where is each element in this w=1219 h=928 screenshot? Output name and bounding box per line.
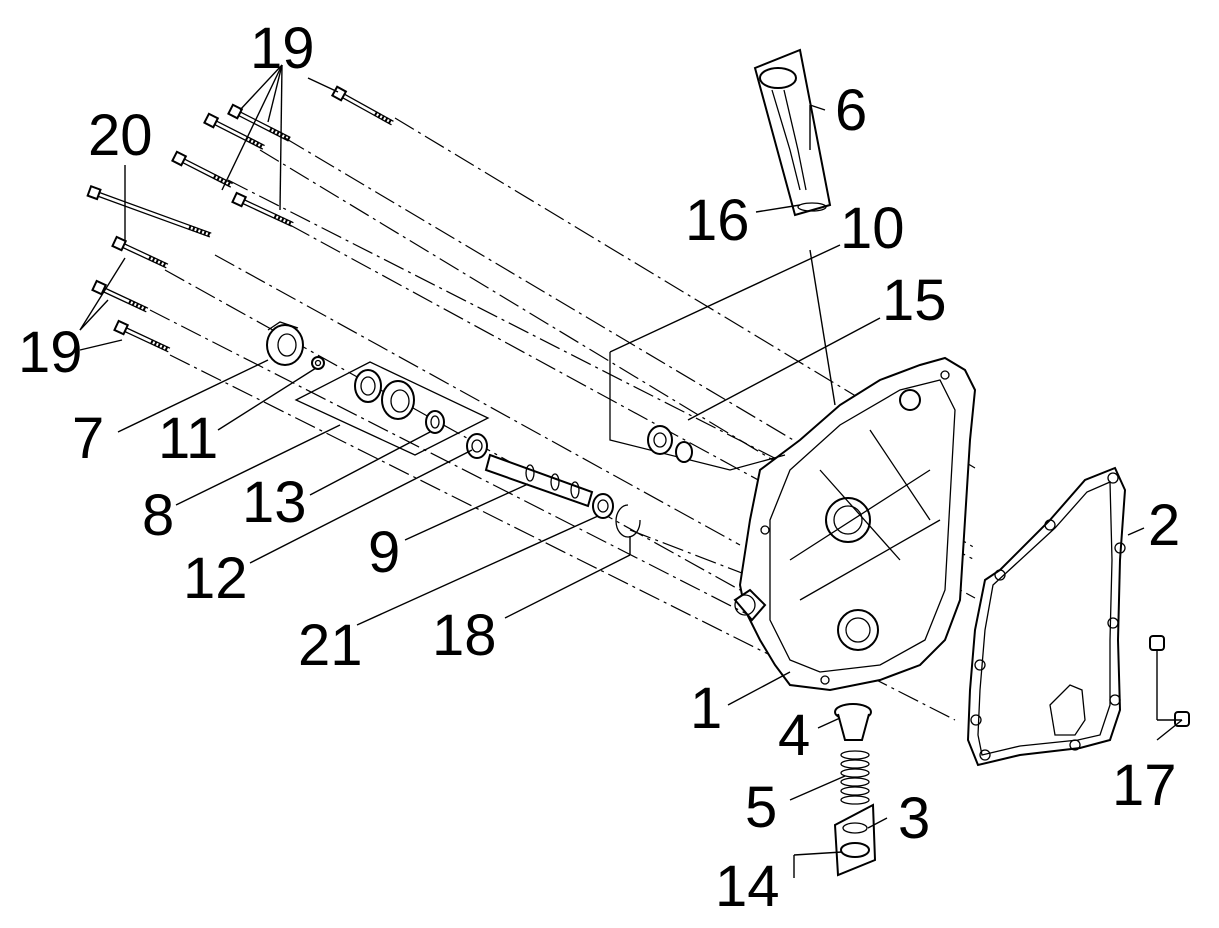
bolt-8 bbox=[113, 319, 171, 353]
label-21: 21 bbox=[298, 613, 363, 678]
label-8: 8 bbox=[142, 483, 174, 548]
label-20: 20 bbox=[88, 103, 153, 168]
dipstick-6 bbox=[753, 48, 832, 217]
label-2: 2 bbox=[1148, 493, 1180, 558]
label-11: 11 bbox=[158, 406, 218, 471]
impeller-7 bbox=[266, 321, 304, 366]
label-12: 12 bbox=[183, 546, 248, 611]
label-3: 3 bbox=[898, 786, 930, 851]
label-5: 5 bbox=[745, 775, 777, 840]
bearing-21 bbox=[592, 493, 614, 519]
label-19-top: 19 bbox=[250, 16, 315, 81]
water-pump-shaft-9 bbox=[484, 453, 594, 508]
bolt-top-right bbox=[330, 85, 394, 126]
leader-lines bbox=[79, 64, 1183, 878]
label-19-left: 19 bbox=[18, 320, 83, 385]
bolts-19 bbox=[91, 85, 394, 353]
crankcase-cover-1 bbox=[733, 356, 977, 692]
label-7: 7 bbox=[72, 406, 104, 471]
bolt-7 bbox=[91, 279, 149, 313]
label-14: 14 bbox=[715, 854, 780, 919]
gasket-2 bbox=[966, 466, 1127, 767]
label-17: 17 bbox=[1112, 753, 1177, 818]
label-13: 13 bbox=[242, 470, 307, 535]
label-6: 6 bbox=[835, 78, 867, 143]
part-labels: 1 2 3 4 5 6 7 8 9 10 11 12 13 14 15 16 1… bbox=[18, 16, 1180, 919]
circlip-18 bbox=[615, 504, 641, 538]
seal-15 bbox=[609, 352, 786, 471]
label-4: 4 bbox=[778, 703, 810, 768]
filter-plug-4 bbox=[834, 703, 872, 741]
seal-kit-8 bbox=[294, 361, 490, 456]
bearing-12 bbox=[466, 433, 488, 459]
label-16: 16 bbox=[685, 188, 750, 253]
bolt-3 bbox=[203, 112, 265, 150]
label-15: 15 bbox=[882, 268, 947, 333]
dowel-pins-17 bbox=[1149, 635, 1190, 727]
label-9: 9 bbox=[368, 520, 400, 585]
washer-11 bbox=[311, 356, 325, 370]
bolt-6 bbox=[111, 235, 169, 269]
label-18: 18 bbox=[432, 603, 497, 668]
spring-5 bbox=[840, 750, 870, 805]
label-1: 1 bbox=[690, 676, 722, 741]
long-bolt-20 bbox=[86, 184, 212, 238]
oring-13 bbox=[425, 410, 445, 434]
label-10: 10 bbox=[840, 196, 905, 261]
bolt-4 bbox=[171, 150, 233, 188]
bolt-2 bbox=[227, 103, 291, 142]
drain-plug-3 bbox=[833, 803, 877, 877]
